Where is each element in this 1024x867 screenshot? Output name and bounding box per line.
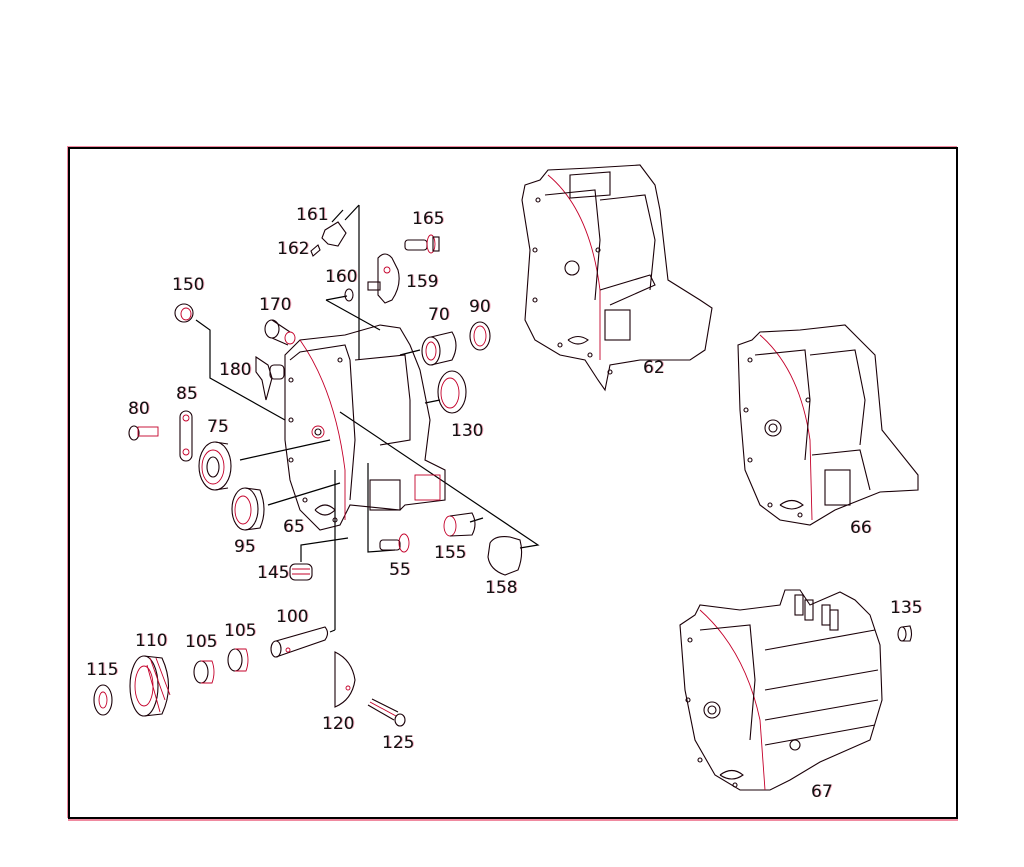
part-161 xyxy=(321,221,347,247)
label-155: 155 xyxy=(434,543,467,563)
label-65: 65 xyxy=(283,517,305,537)
label-135: 135 xyxy=(890,598,923,618)
label-161: 161 xyxy=(296,205,329,225)
label-90: 90 xyxy=(469,297,491,317)
label-180: 180 xyxy=(219,360,252,380)
part-130-seal xyxy=(437,370,467,414)
label-110: 110 xyxy=(135,631,168,651)
part-145-plug xyxy=(289,563,313,581)
label-162: 162 xyxy=(277,239,310,259)
label-145: 145 xyxy=(257,563,290,583)
part-95-bearing xyxy=(231,487,265,531)
part-162 xyxy=(310,244,321,257)
part-170-bushing xyxy=(264,319,296,346)
part-85-link xyxy=(179,410,193,462)
label-67: 67 xyxy=(811,782,833,802)
part-100-shaft xyxy=(270,626,329,658)
housing-66 xyxy=(737,324,919,526)
label-105-a: 105 xyxy=(185,632,218,652)
housing-65 xyxy=(284,324,446,531)
part-165-bolt xyxy=(404,234,440,254)
part-155-bushing xyxy=(443,512,476,537)
part-80-screw xyxy=(128,425,159,441)
part-70-bushing xyxy=(421,331,457,366)
part-125-screw xyxy=(367,698,406,727)
label-66: 66 xyxy=(850,518,872,538)
label-150: 150 xyxy=(172,275,205,295)
part-150-plug xyxy=(174,303,194,323)
part-180-lever xyxy=(255,355,285,401)
label-75: 75 xyxy=(207,417,229,437)
label-125: 125 xyxy=(382,733,415,753)
leader-lines xyxy=(195,204,540,633)
label-120: 120 xyxy=(322,714,355,734)
label-130: 130 xyxy=(451,421,484,441)
label-115: 115 xyxy=(86,660,119,680)
part-75-seal xyxy=(198,441,232,491)
label-105-b: 105 xyxy=(224,621,257,641)
label-100: 100 xyxy=(276,607,309,627)
label-170: 170 xyxy=(259,295,292,315)
part-110-gear xyxy=(129,655,171,717)
part-159-lever xyxy=(367,253,400,304)
part-90-seal xyxy=(469,321,491,351)
label-158: 158 xyxy=(485,578,518,598)
label-165: 165 xyxy=(412,209,445,229)
part-158-sleeve xyxy=(487,536,523,576)
part-105-bearing-a xyxy=(193,660,215,684)
label-95: 95 xyxy=(234,537,256,557)
label-62: 62 xyxy=(643,358,665,378)
part-120-cam xyxy=(334,651,356,708)
label-159: 159 xyxy=(406,272,439,292)
part-105-bearing-b xyxy=(227,648,249,672)
label-70: 70 xyxy=(428,305,450,325)
label-55: 55 xyxy=(389,560,411,580)
label-80: 80 xyxy=(128,399,150,419)
housing-67 xyxy=(679,589,883,791)
housing-62 xyxy=(521,164,713,392)
diagram-frame xyxy=(68,147,958,819)
part-135-bushing xyxy=(897,625,913,642)
label-160: 160 xyxy=(325,267,358,287)
label-85: 85 xyxy=(176,384,198,404)
part-115-washer xyxy=(93,684,113,716)
part-160-washer xyxy=(344,288,354,302)
part-55-bolt xyxy=(379,533,410,553)
